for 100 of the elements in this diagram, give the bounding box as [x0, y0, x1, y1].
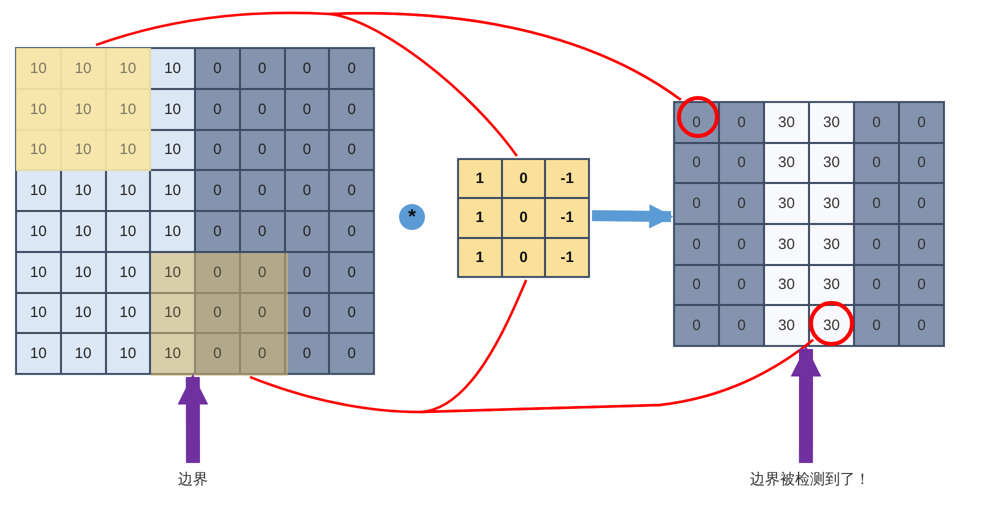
matrix-cell: 0: [854, 102, 899, 143]
matrix-cell: 0: [195, 333, 240, 374]
matrix-cell: 0: [329, 170, 374, 211]
matrix-cell: 10: [60, 252, 106, 292]
matrix-cell: 0: [195, 130, 240, 170]
kernel-window-highlight: [151, 253, 288, 376]
matrix-cell: 0: [240, 170, 284, 211]
matrix-cell: 30: [809, 183, 854, 224]
matrix-cell: 30: [764, 102, 809, 143]
matrix-cell: 0: [899, 102, 944, 143]
matrix-cell: 0: [899, 224, 944, 265]
matrix-cell: 0: [854, 142, 899, 184]
matrix-cell: 0: [195, 170, 240, 211]
matrix-cell: 0: [719, 224, 764, 265]
matrix-cell: 1: [458, 198, 502, 238]
matrix-cell: 0: [240, 48, 284, 89]
matrix-cell: 30: [764, 183, 809, 224]
matrix-cell: -1: [545, 198, 589, 238]
matrix-cell: 0: [329, 88, 374, 130]
matrix-cell: 0: [284, 88, 330, 130]
matrix-cell: 10: [16, 292, 61, 334]
matrix-cell: 0: [719, 305, 764, 346]
connector-line: [418, 280, 814, 414]
matrix-cell: 10: [150, 252, 195, 292]
matrix-cell: -1: [545, 159, 589, 198]
matrix-cell: 10: [150, 88, 195, 130]
matrix-cell: 10: [106, 292, 150, 334]
matrix-cell: 10: [106, 211, 150, 252]
highlight-circle: [677, 96, 719, 138]
matrix-cell: 0: [674, 224, 719, 265]
matrix-cell: 0: [284, 292, 330, 334]
matrix-cell: 0: [284, 170, 330, 211]
matrix-cell: 0: [502, 198, 546, 238]
matrix-cell: 30: [809, 142, 854, 184]
matrix-cell: 10: [150, 292, 195, 334]
matrix-cell: 0: [195, 211, 240, 252]
matrix-cell: 0: [854, 264, 899, 306]
matrix-cell: 0: [719, 102, 764, 143]
matrix-cell: 0: [329, 48, 374, 89]
matrix-cell: 0: [195, 48, 240, 89]
matrix-cell: 10: [60, 333, 106, 374]
block-arrow: [592, 204, 674, 228]
matrix-cell: -1: [545, 238, 589, 277]
matrix-cell: 0: [719, 142, 764, 184]
matrix-cell: 10: [150, 170, 195, 211]
matrix-cell: 10: [16, 252, 61, 292]
matrix-cell: 0: [719, 264, 764, 306]
matrix-cell: 10: [150, 130, 195, 170]
matrix-cell: 30: [809, 102, 854, 143]
matrix-cell: 0: [329, 252, 374, 292]
matrix-cell: 0: [719, 183, 764, 224]
matrix-cell: 0: [240, 333, 284, 374]
matrix-cell: 10: [16, 170, 61, 211]
matrix-cell: 10: [60, 211, 106, 252]
input-matrix: [15, 47, 375, 375]
annotation-text: 边界: [163, 465, 223, 493]
connector-line: [328, 12, 682, 157]
matrix-cell: 1: [458, 238, 502, 277]
kernel-matrix: [457, 158, 590, 278]
matrix-cell: 0: [284, 211, 330, 252]
matrix-cell: 10: [150, 333, 195, 374]
matrix-cell: 0: [329, 333, 374, 374]
matrix-cell: 0: [674, 183, 719, 224]
matrix-cell: 0: [284, 252, 330, 292]
matrix-cell: 1: [458, 159, 502, 198]
matrix-cell: 30: [809, 264, 854, 306]
matrix-cell: 10: [16, 333, 61, 374]
kernel-window-highlight: [16, 48, 151, 171]
matrix-cell: 0: [195, 292, 240, 334]
matrix-cell: 30: [809, 224, 854, 265]
matrix-cell: 10: [150, 211, 195, 252]
block-arrow: [790, 346, 822, 463]
matrix-cell: 0: [195, 88, 240, 130]
matrix-cell: 10: [106, 333, 150, 374]
matrix-cell: 30: [764, 142, 809, 184]
matrix-cell: 0: [329, 130, 374, 170]
matrix-cell: 0: [240, 292, 284, 334]
matrix-cell: 0: [674, 305, 719, 346]
matrix-cell: 0: [195, 252, 240, 292]
matrix-cell: 0: [502, 238, 546, 277]
matrix-cell: 10: [106, 170, 150, 211]
matrix-cell: 0: [854, 183, 899, 224]
matrix-cell: 0: [329, 292, 374, 334]
matrix-cell: 10: [60, 170, 106, 211]
matrix-cell: 30: [764, 264, 809, 306]
matrix-cell: 0: [240, 130, 284, 170]
matrix-cell: 10: [60, 292, 106, 334]
matrix-cell: 0: [899, 305, 944, 346]
matrix-cell: 0: [284, 130, 330, 170]
annotation-text: 边界被检测到了！: [735, 465, 885, 493]
matrix-cell: 0: [899, 264, 944, 306]
matrix-cell: 0: [284, 48, 330, 89]
matrix-cell: 0: [502, 159, 546, 198]
matrix-cell: 0: [854, 224, 899, 265]
matrix-cell: 0: [899, 142, 944, 184]
matrix-cell: 10: [106, 252, 150, 292]
matrix-cell: 0: [284, 333, 330, 374]
convolution-operator: *: [399, 204, 425, 230]
matrix-cell: 10: [16, 211, 61, 252]
matrix-cell: 0: [329, 211, 374, 252]
